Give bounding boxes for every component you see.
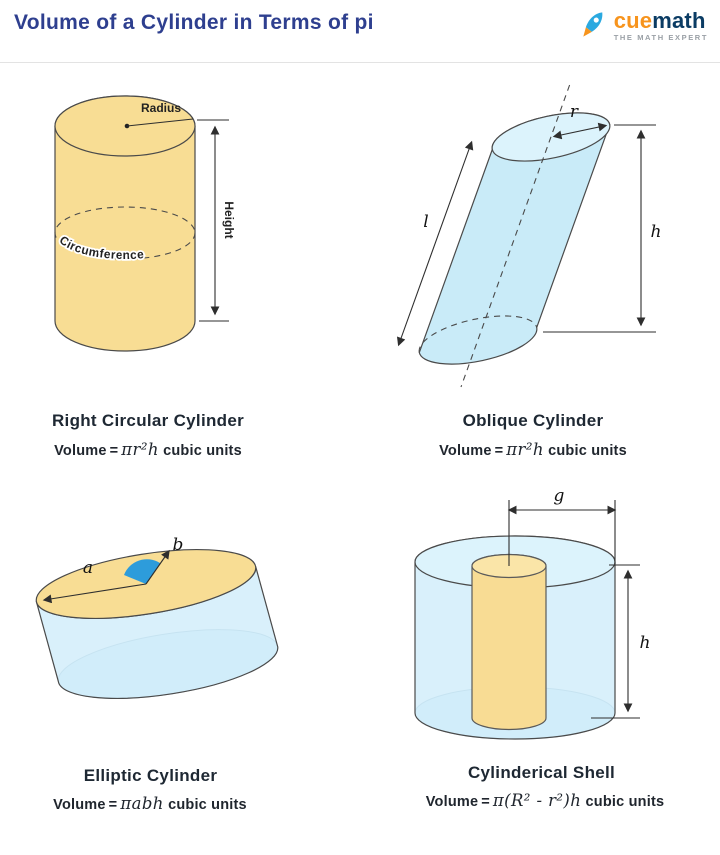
formula-equals: = (494, 443, 504, 459)
formula-right-circular: Volume=πr²h cubic units (8, 440, 288, 459)
header: Volume of a Cylinder in Terms of pi cuem… (0, 0, 720, 63)
brand-name: cuemath (613, 7, 708, 33)
brand-cue: cue (613, 7, 653, 33)
oblique-cylinder-figure: r l h (396, 84, 662, 388)
slant-length-arrow (396, 140, 474, 347)
formula-oblique: Volume=πr²h cubic units (378, 440, 688, 459)
logo-text: cuemath THE MATH EXPERT (613, 7, 708, 42)
formula-math: πr²h (506, 440, 544, 459)
formula-volume-label: Volume (439, 443, 492, 459)
height-label: Height (222, 201, 236, 238)
axis-dashed-line (460, 84, 571, 388)
h-label: h (640, 633, 651, 653)
g-label: g (554, 486, 565, 506)
h-label: h (651, 222, 662, 242)
a-label: a (83, 558, 93, 578)
page-title: Volume of a Cylinder in Terms of pi (14, 11, 374, 34)
cuemath-logo: cuemath THE MATH EXPERT (578, 7, 708, 43)
rocket-icon (583, 12, 603, 37)
formula-equals: = (109, 443, 119, 459)
center-dot (124, 123, 130, 129)
formula-volume-label: Volume (425, 794, 479, 810)
r-label: r (570, 102, 579, 122)
formula-math: π(R² - r²)h (492, 791, 582, 810)
caption-elliptic: Elliptic Cylinder (83, 766, 218, 785)
formula-equals: = (481, 794, 490, 810)
semi-minor-arrow (145, 549, 170, 585)
formula-units: cubic units (585, 794, 665, 810)
formula-volume-label: Volume (54, 443, 107, 459)
brand-math: math (652, 7, 706, 33)
caption-right-circular: Right Circular Cylinder (51, 411, 245, 430)
caption-oblique: Oblique Cylinder (462, 411, 604, 430)
radius-label: Radius (141, 101, 181, 115)
radius-line (126, 118, 194, 127)
formula-shell: Volume=π(R² - r²)h cubic units (385, 791, 705, 810)
brand-tagline: THE MATH EXPERT (613, 32, 708, 42)
angle-wedge (124, 559, 160, 584)
formula-elliptic: Volume=πabh cubic units (0, 794, 300, 813)
inner-cylinder-body (471, 553, 547, 731)
formula-equals: = (108, 797, 118, 813)
semi-major-arrow (42, 583, 147, 604)
formula-math: πr²h (121, 440, 159, 459)
formula-math: πabh (120, 794, 164, 813)
formula-volume-label: Volume (53, 797, 106, 813)
circumference-dashed-ellipse (54, 206, 196, 260)
cylindrical-shell-figure: g h (414, 486, 651, 740)
formula-units: cubic units (168, 797, 247, 813)
l-label: l (423, 212, 428, 232)
formula-units: cubic units (548, 443, 627, 459)
elliptic-cylinder-figure: a b (35, 535, 279, 699)
caption-shell: Cylinderical Shell (467, 763, 616, 782)
formula-units: cubic units (163, 443, 242, 459)
b-label: b (173, 535, 184, 555)
radius-arrow (552, 122, 608, 140)
right-circular-cylinder-figure: Circumference Radius Height (54, 95, 236, 352)
